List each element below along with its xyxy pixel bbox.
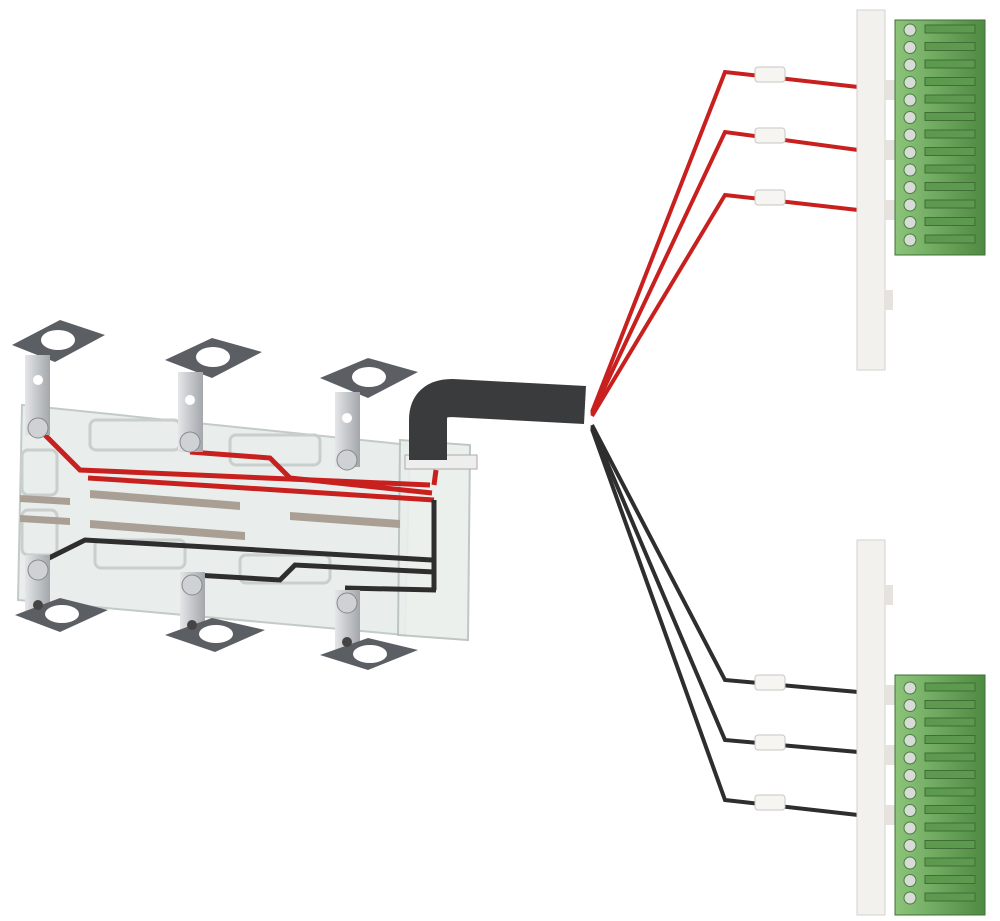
- screw-hole: [903, 93, 917, 107]
- terminal-clamp: [924, 129, 976, 139]
- terminal-clamp: [924, 717, 976, 727]
- terminal-block-bottom: [894, 674, 986, 916]
- terminal-clamp: [924, 892, 976, 902]
- screw-hole: [903, 874, 917, 887]
- terminal-block-top: [894, 19, 986, 256]
- external-red-wires: [590, 69, 859, 418]
- screw-hole: [903, 839, 917, 852]
- wire-markers: [754, 66, 786, 811]
- screw-hole: [903, 111, 917, 124]
- terminal-clamp: [924, 77, 976, 86]
- screw-hole: [903, 769, 917, 782]
- screw-hole: [903, 891, 917, 905]
- screw-hole: [903, 58, 917, 72]
- screw-hole: [903, 716, 917, 730]
- screw-hole: [903, 198, 917, 212]
- internal-black-wires: [43, 500, 437, 593]
- screw-hole: [903, 128, 917, 142]
- terminal-clamp: [924, 182, 976, 191]
- screw-hole: [903, 76, 917, 89]
- terminal-clamp: [924, 875, 976, 884]
- terminal-clamp: [924, 752, 976, 762]
- terminal-clamp: [924, 112, 976, 121]
- internal-red-wires: [38, 428, 439, 503]
- terminal-clamp: [924, 700, 976, 709]
- screw-hole: [903, 216, 917, 229]
- screw-hole: [903, 163, 917, 177]
- lug-bottom-3: [320, 590, 418, 670]
- terminal-clamp: [924, 42, 976, 51]
- terminal-clamp: [924, 822, 976, 832]
- cable-sleeve: [409, 379, 586, 460]
- terminal-clamp: [924, 24, 976, 34]
- lug-bottom-2: [165, 572, 265, 652]
- screw-hole: [903, 856, 917, 870]
- screw-hole: [903, 41, 917, 54]
- terminal-clamp: [924, 147, 976, 156]
- terminal-clamp: [924, 857, 976, 867]
- screw-hole: [903, 804, 917, 817]
- screw-hole: [903, 786, 917, 800]
- screw-hole: [903, 699, 917, 712]
- terminal-clamp: [924, 234, 976, 244]
- comb-strip-top: [856, 9, 895, 371]
- terminal-clamp: [924, 805, 976, 814]
- external-black-wires: [590, 424, 859, 817]
- screw-hole: [903, 23, 917, 37]
- lug-top-2: [165, 338, 262, 453]
- terminal-clamp: [924, 94, 976, 104]
- comb-strip-bottom: [856, 539, 895, 916]
- terminal-clamp: [924, 735, 976, 744]
- screw-hole: [903, 233, 917, 247]
- screw-hole: [903, 681, 917, 695]
- terminal-clamp: [924, 199, 976, 209]
- terminal-clamp: [924, 217, 976, 226]
- screw-hole: [903, 146, 917, 159]
- lug-bottom-1: [15, 555, 108, 632]
- lug-top-3: [320, 358, 418, 471]
- terminal-clamp: [924, 770, 976, 779]
- terminal-clamp: [924, 164, 976, 174]
- screw-hole: [903, 181, 917, 194]
- terminal-clamp: [924, 682, 976, 692]
- terminal-clamp: [924, 59, 976, 69]
- screw-hole: [903, 821, 917, 835]
- terminal-clamp: [924, 840, 976, 849]
- screw-hole: [903, 751, 917, 765]
- terminal-lugs: [12, 320, 418, 670]
- lug-top-1: [12, 320, 105, 439]
- terminal-clamp: [924, 787, 976, 797]
- screw-hole: [903, 734, 917, 747]
